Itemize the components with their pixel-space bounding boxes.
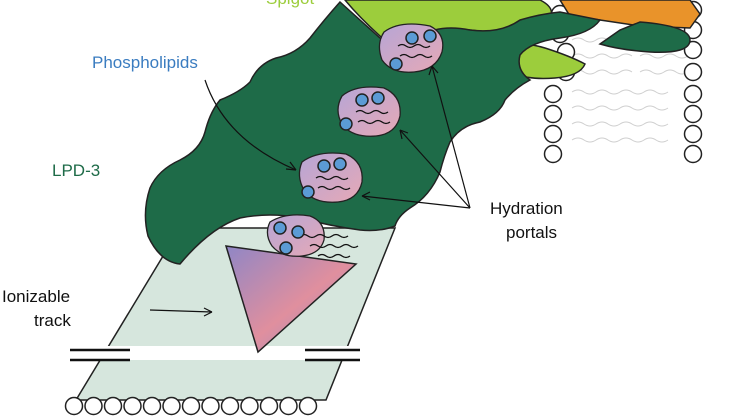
- portal-arrow-2: [399, 129, 471, 209]
- lipid-headgroup-icon: [683, 104, 703, 124]
- ionizable-track-label-line1: Ionizable: [2, 287, 70, 306]
- portal-arrowhead-1: [428, 65, 439, 76]
- lipid-headgroup-icon: [543, 144, 563, 164]
- annotation-arrows: [149, 65, 471, 317]
- lipid-headgroup-icon: [543, 124, 563, 144]
- lipid-headgroup-icon: [142, 396, 162, 416]
- lipid-headgroup-icon: [240, 396, 259, 416]
- dark-green-domain: [598, 21, 691, 53]
- lpd3-label: LPD-3: [52, 161, 100, 180]
- track-arrowhead: [203, 307, 213, 317]
- lipid-headgroup-icon: [279, 241, 293, 255]
- lipid-headgroup-icon: [279, 396, 298, 416]
- lipid-headgroup-icon: [103, 396, 123, 416]
- right-membrane-tails: [571, 37, 689, 143]
- lipid-headgroup-icon: [543, 104, 563, 124]
- lipid-headgroup-icon: [162, 396, 181, 416]
- lipid-headgroup-icon: [64, 396, 84, 416]
- lipid-headgroup-icon: [683, 84, 703, 104]
- lipid-headgroup-icon: [405, 31, 419, 45]
- lipid-headgroup-icon: [317, 159, 331, 173]
- portal-lipid-tails: [299, 43, 433, 259]
- lipid-headgroup-icon: [123, 396, 142, 416]
- track-arrow: [149, 309, 213, 313]
- lipid-headgroup-icon: [273, 221, 287, 235]
- hydration-portals-label-line2: portals: [506, 223, 557, 242]
- lipid-headgroup-icon: [389, 57, 403, 71]
- lipid-headgroup-icon: [371, 91, 385, 105]
- lipid-headgroup-icon: [220, 396, 240, 416]
- hydration-portals-label-line1: Hydration: [490, 199, 563, 218]
- lipid-headgroup-icon: [201, 396, 220, 416]
- phospholipids-label: Phospholipids: [92, 53, 198, 72]
- lipid-headgroup-icon: [291, 225, 305, 239]
- ionizable-track-label-line2: track: [34, 311, 71, 330]
- lipid-headgroup-icon: [339, 117, 353, 131]
- phospholipids-arrowhead: [285, 161, 297, 171]
- portal-arrow-3: [361, 195, 471, 209]
- lipid-headgroup-icon: [683, 124, 703, 144]
- lipid-headgroup-icon: [543, 84, 563, 104]
- lipid-headgroup-icon: [355, 93, 369, 107]
- lipid-headgroup-icon: [333, 157, 347, 171]
- lipid-headgroup-icon: [301, 185, 315, 199]
- lipid-headgroup-icon: [84, 396, 103, 416]
- lipid-headgroup-icon: [259, 396, 279, 416]
- lipid-headgroup-icon: [683, 144, 703, 164]
- portal-lipid-heads: [273, 29, 437, 255]
- spigot-label: Spigot: [266, 0, 314, 8]
- lipid-headgroup-icon: [423, 29, 437, 43]
- portal-arrowhead-2: [399, 129, 409, 140]
- portal-arrow-1: [431, 65, 471, 209]
- phospholipids-arrow: [204, 79, 297, 171]
- portal-arrowhead-3: [361, 191, 371, 201]
- lipid-headgroup-icon: [298, 396, 318, 416]
- lipid-headgroup-icon: [683, 62, 703, 82]
- lipid-headgroup-icon: [181, 396, 201, 416]
- membrane-headgroups-bottom: [64, 396, 318, 416]
